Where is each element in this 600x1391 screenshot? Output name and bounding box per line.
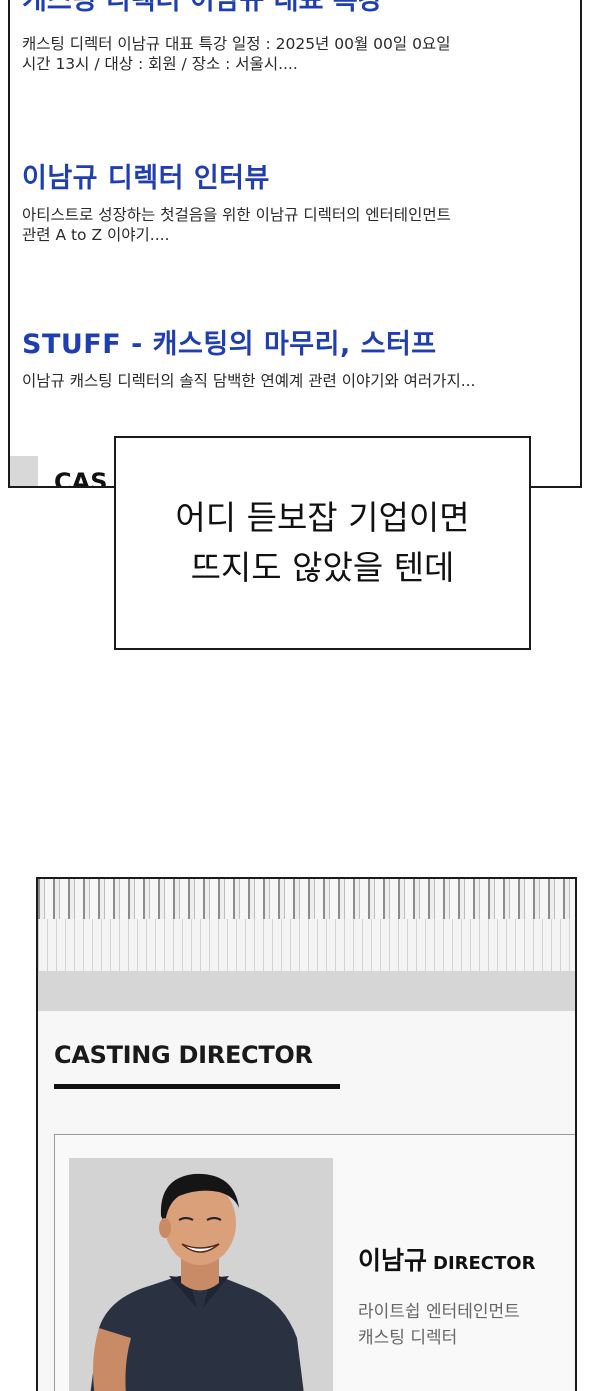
profile-photo	[69, 1158, 333, 1391]
result-description: 이남규 캐스팅 디렉터의 솔직 담백한 연예계 관련 이야기와 여러가지...	[22, 371, 572, 391]
search-results-panel: 캐스팅 디렉터 이남규 대표 특강 캐스팅 디렉터 이남규 대표 특강 일정 :…	[8, 0, 582, 488]
profile-name-text: 이남규	[358, 1246, 428, 1275]
profile-panel: CASTING DIRECTOR	[36, 877, 577, 1391]
profile-role: DIRECTOR	[433, 1253, 536, 1274]
narration-box: 어디 듣보잡 기업이면 뜨지도 않았을 텐데	[114, 436, 531, 650]
thumbnail-strip	[10, 456, 38, 486]
narration-line: 뜨지도 않았을 텐데	[190, 548, 455, 587]
search-result-stuff: STUFF - 캐스팅의 마무리, 스터프 이남규 캐스팅 디렉터의 솔직 담백…	[22, 322, 572, 391]
profile-position: 캐스팅 디렉터	[358, 1328, 458, 1348]
narration-line: 어디 듣보잡 기업이면	[175, 498, 470, 537]
result-description-line: 캐스팅 디렉터 이남규 대표 특강 일정 : 2025년 00월 00일 0요일	[22, 35, 451, 53]
speed-lines-fade	[38, 919, 575, 979]
result-description-line: 시간 13시 / 대상 : 회원 / 장소 : 서울시....	[22, 55, 298, 73]
section-title: CASTING DIRECTOR	[54, 1041, 313, 1069]
result-description-line: 아티스트로 성장하는 첫걸음을 위한 이남규 디렉터의 엔터테인먼트	[22, 206, 451, 224]
speed-lines	[38, 879, 575, 919]
website-header-band	[38, 971, 575, 1011]
section-title-underline	[54, 1084, 340, 1089]
search-result-interview: 이남규 디렉터 인터뷰 아티스트로 성장하는 첫걸음을 위한 이남규 디렉터의 …	[22, 156, 572, 245]
result-title-link[interactable]: STUFF - 캐스팅의 마무리, 스터프	[22, 329, 437, 360]
result-description-line: 이남규 캐스팅 디렉터의 솔직 담백한 연예계 관련 이야기와 여러가지...	[22, 372, 476, 390]
result-title-link[interactable]: 이남규 디렉터 인터뷰	[22, 163, 270, 194]
director-portrait-icon	[69, 1158, 333, 1391]
result-title-cut[interactable]: 캐스팅 디렉터 이남규 대표 특강	[22, 0, 383, 16]
search-result-lecture: 캐스팅 디렉터 이남규 대표 특강 일정 : 2025년 00월 00일 0요일…	[22, 34, 572, 74]
next-section-title-peek: CAS	[54, 468, 108, 488]
result-description-line: 관련 A to Z 이야기....	[22, 226, 170, 244]
result-description: 캐스팅 디렉터 이남규 대표 특강 일정 : 2025년 00월 00일 0요일…	[22, 34, 572, 74]
profile-description: 라이트쉽 엔터테인먼트 캐스팅 디렉터	[358, 1299, 520, 1351]
result-description: 아티스트로 성장하는 첫걸음을 위한 이남규 디렉터의 엔터테인먼트 관련 A …	[22, 205, 572, 245]
profile-company: 라이트쉽 엔터테인먼트	[358, 1302, 520, 1322]
